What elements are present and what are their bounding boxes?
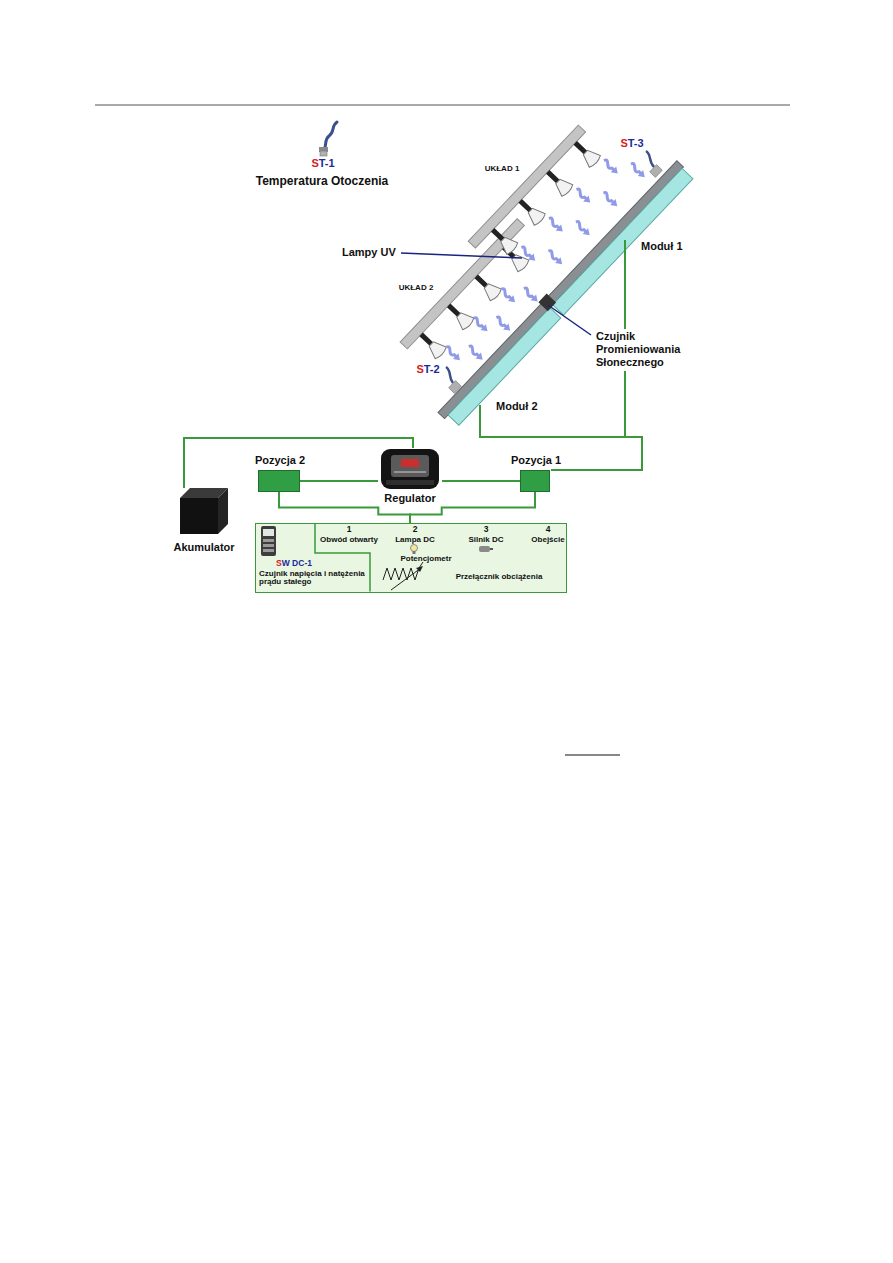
header-rule [95, 105, 790, 106]
load-panel: SW DC-1Czujnik napięcia i natężenia prąd… [255, 523, 567, 593]
panel-text: 4 [546, 525, 551, 535]
array-label: UKŁAD 1 [485, 164, 520, 173]
panel-text: Obwód otwarty [320, 535, 378, 544]
lamp-icon [410, 544, 417, 554]
text-rest: W DC-1 [282, 558, 312, 568]
text-initial: S [276, 558, 282, 568]
text-rest: T-2 [424, 363, 440, 375]
position-block: Pozycja 2 [258, 470, 300, 492]
panel-text: Lampa DC [395, 535, 435, 544]
charge-controller: Regulator [378, 448, 442, 490]
panel-text: Potencjometr [400, 554, 451, 563]
battery-icon [180, 488, 228, 534]
node-label: Akumulator [173, 541, 234, 554]
sensor-tag: ST-2 [416, 363, 439, 376]
panel-text: 2 [413, 525, 418, 535]
sensor-tag: ST-1 [311, 157, 334, 170]
text-rest: T-3 [628, 137, 644, 149]
adjust-arrow [391, 568, 421, 590]
panel-text: Przełącznik obciążenia [456, 572, 543, 581]
panel-text: Silnik DC [468, 535, 503, 544]
battery: Akumulator [180, 488, 228, 534]
ambient-sensor-icon [319, 122, 337, 156]
text-initial: S [620, 137, 627, 149]
sensor-tag: ST-3 [620, 137, 643, 150]
text-rest: T-1 [319, 157, 335, 169]
text-initial: S [311, 157, 318, 169]
panel-text: 3 [484, 525, 489, 535]
panel-text: SW DC-1 [276, 559, 312, 569]
text-initial: S [416, 363, 423, 375]
panel-divider [315, 523, 370, 592]
position-block: Pozycja 1 [520, 470, 550, 492]
controller-icon [378, 448, 442, 490]
node-label: Pozycja 2 [255, 454, 305, 467]
adjust-arrowhead [416, 566, 423, 572]
motor-icon [479, 546, 493, 552]
panel-text: Czujnik napięcia i natężenia prądu stałe… [259, 570, 370, 587]
panel-text: 1 [347, 525, 352, 535]
array-label: UKŁAD 2 [399, 283, 434, 292]
wire-connector [442, 480, 520, 482]
part-label: Lampy UV [342, 246, 396, 259]
node-label: Regulator [384, 492, 435, 505]
node-label: Pozycja 1 [511, 454, 561, 467]
st2-sensor [446, 367, 461, 393]
wire-connector [300, 480, 378, 482]
meter-icon [261, 526, 276, 556]
panel-text: Obejście [531, 535, 564, 544]
underline-mark [565, 755, 620, 756]
sensor-caption: Temperatura Otoczenia [256, 175, 388, 189]
leader-line [548, 305, 591, 335]
module-label: Moduł 1 [641, 240, 683, 253]
part-label: Czujnik Promieniowania Słonecznego [594, 329, 690, 371]
module-label: Moduł 2 [496, 400, 538, 413]
pv-assembly [368, 95, 694, 429]
leader-line [401, 253, 522, 258]
st3-sensor [646, 151, 662, 177]
